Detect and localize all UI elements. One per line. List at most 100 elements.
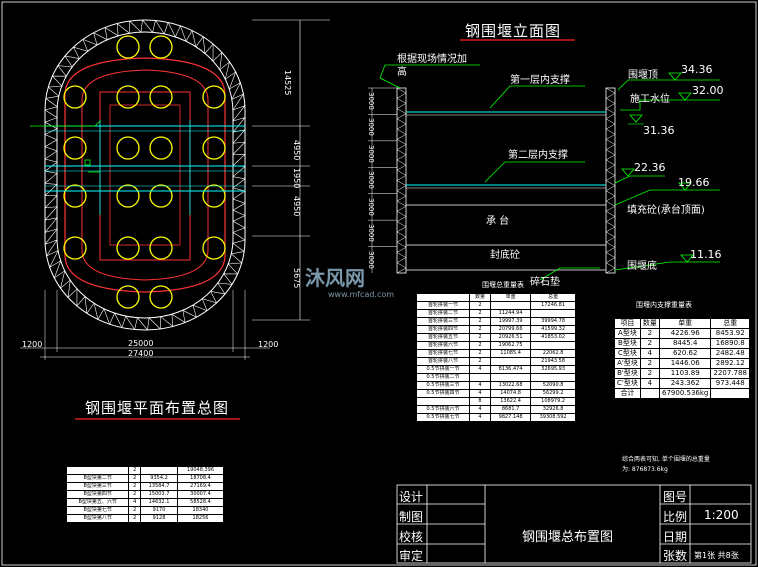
table-cell: 2: [468, 309, 491, 318]
table-cell: 首轮拼装四节: [416, 325, 470, 334]
table-header-cell: [416, 293, 470, 302]
dim-25000: 25000: [128, 339, 154, 348]
table-cell: 18708.4: [176, 474, 225, 483]
table-cell: 13622.4: [489, 397, 532, 406]
level-11-16: 11.16: [690, 248, 722, 261]
table-cell: 9354.2: [140, 474, 178, 483]
table-cell: 620.62: [658, 348, 712, 359]
table-cell: 2: [468, 325, 491, 334]
table-cell: 58528.4: [176, 498, 225, 507]
dim-1200-left: 1200: [22, 340, 43, 349]
table-cell: 2207.788: [710, 368, 750, 379]
table-header-cell: 数量: [468, 293, 491, 302]
plan-title: 钢围堰平面布置总图: [85, 399, 230, 417]
table-cell: A'型块: [614, 358, 641, 369]
summary-note-2: 为: 876873.6kg: [622, 466, 668, 473]
pile-circle: [63, 85, 87, 109]
red-ring-outer: [64, 57, 226, 293]
table-cell: 2: [639, 338, 660, 349]
table-cell: 首轮拼装六节: [416, 341, 470, 350]
table-cell: 11085.4: [489, 349, 532, 358]
table-cell: 30007.4: [176, 490, 225, 499]
table-cell: 0.5节拼装七节: [416, 413, 470, 422]
table-cell: [639, 388, 660, 399]
table-header-row: 项目数量单重总重: [614, 318, 750, 329]
watermark-logo: 沐风网: [305, 266, 365, 290]
level-22-36: 22.36: [634, 161, 666, 174]
table-cell: 243.362: [658, 378, 712, 389]
table-cell: 1103.89: [658, 368, 712, 379]
table-cell: 8681.7: [489, 405, 532, 414]
table-cell: 2: [639, 328, 660, 339]
table-cell: 0.5节拼装一节: [416, 365, 470, 374]
level-31-36: 31.36: [643, 124, 675, 137]
table-cell: 18256: [176, 514, 225, 523]
table-cell: [468, 373, 491, 382]
tb-drawing-no-label: 图号: [663, 490, 688, 504]
tb-drawing-title: 钢围堰总布置图: [522, 530, 614, 545]
pile-circle: [63, 236, 87, 260]
side-dim-label: 3000: [367, 144, 375, 163]
note-heighten-2: 高: [397, 67, 407, 78]
table-cell: 9170: [140, 506, 178, 515]
table-cell: 18340: [176, 506, 225, 515]
label-brace-2: 第二层内支撑: [508, 150, 568, 161]
table-cell: 14074.8: [489, 389, 532, 398]
tb-design: 设计: [399, 490, 424, 504]
table-cell: B型块第七节: [65, 506, 130, 515]
pile-circle: [63, 184, 87, 208]
label-pile-cap: 承 台: [486, 216, 510, 227]
table-cell: B型块第五、六节: [65, 498, 130, 507]
table-cell: 首轮拼装三节: [416, 317, 470, 326]
table-cell: 合计: [614, 388, 641, 399]
pile-circle: [202, 136, 226, 160]
table-cell: C型块: [614, 348, 641, 359]
weight-table-caption: 围堰总重量表: [482, 281, 524, 289]
table-cell: 9827.148: [489, 413, 532, 422]
tb-sheets-label: 张数: [663, 549, 688, 563]
table-cell: B型块第八节: [65, 514, 130, 523]
side-dim-label: 3000: [367, 92, 375, 110]
table-cell: [489, 301, 532, 310]
table-cell: [710, 388, 750, 399]
table-cell: 4: [128, 498, 142, 507]
table-cell: 56299.2: [530, 389, 576, 398]
table-cell: 4226.96: [658, 328, 712, 339]
level-32-00: 32.00: [692, 84, 724, 97]
label-water-level: 施工水位: [630, 94, 670, 105]
table-cell: [416, 397, 470, 406]
red-ring-inner: [99, 91, 191, 261]
table-cell: 108979.2: [530, 397, 576, 406]
table-header-cell: 项目: [614, 318, 641, 329]
table-cell: 首轮拼装八节: [416, 357, 470, 366]
table-cell: 22062.8: [530, 349, 576, 358]
table-cell: 1446.06: [658, 358, 712, 369]
pile-circle: [202, 236, 226, 260]
label-fill-concrete: 填充砼(承台顶面): [627, 205, 705, 216]
table-cell: 21943.58: [530, 357, 576, 366]
table-cell: 2: [468, 317, 491, 326]
pile-circle: [149, 85, 173, 109]
table-cell: B型块第三节: [65, 482, 130, 491]
table-cell: [489, 357, 532, 366]
side-dim-label: 3000: [367, 171, 375, 190]
table-cell: 4: [468, 389, 491, 398]
dim-14525: 14525: [283, 70, 292, 96]
table-cell: B型块: [614, 338, 641, 349]
title-block-lines: [396, 484, 752, 564]
table-cell: 2: [468, 341, 491, 350]
table-cell: 2: [639, 358, 660, 369]
